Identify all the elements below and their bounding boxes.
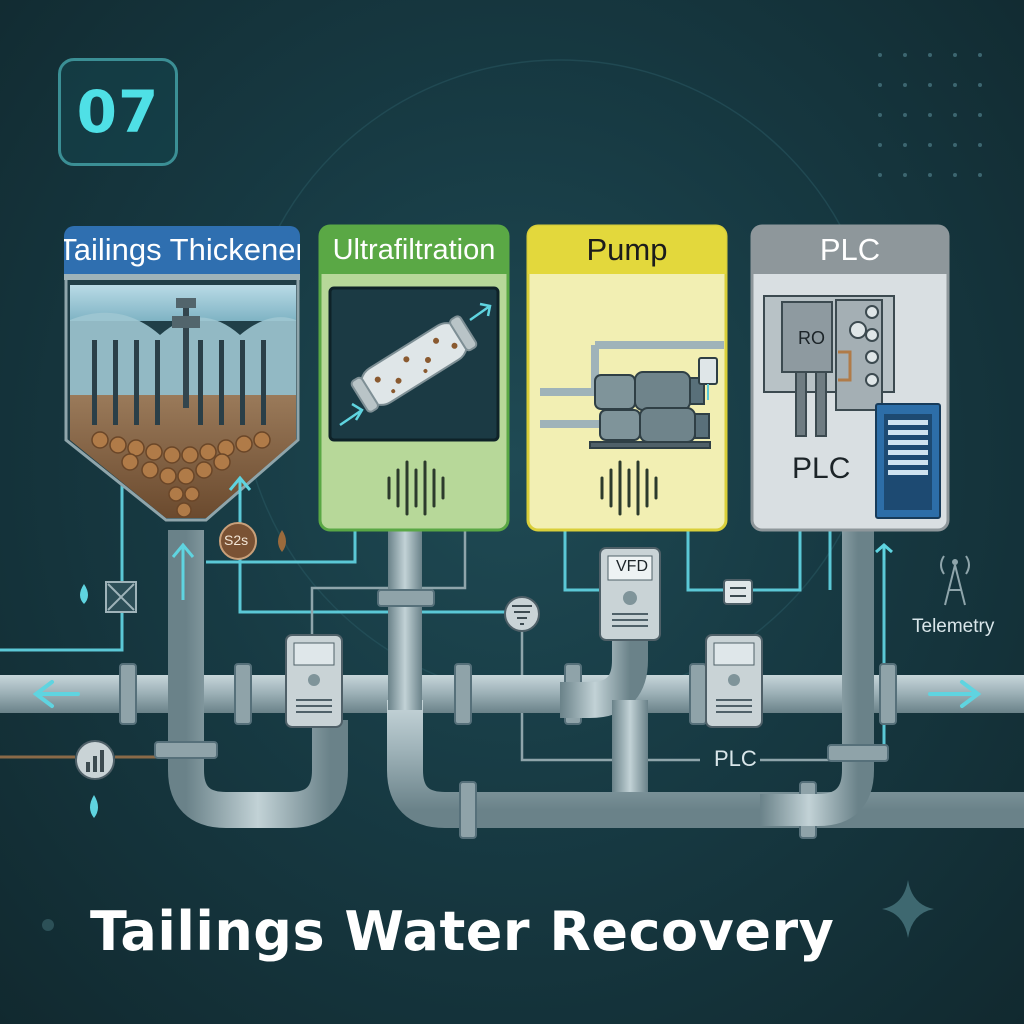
page-title: Tailings Water Recovery — [90, 900, 835, 963]
bottom-plc-label: PLC — [714, 746, 757, 771]
up-arrow-icon — [171, 475, 893, 600]
panel-title-ultrafiltration: Ultrafiltration — [320, 226, 508, 274]
thickener-tank — [64, 270, 300, 522]
pump-assembly-icon — [540, 341, 724, 449]
field-controller-icon — [285, 634, 343, 728]
thickener-underflow-pipe — [168, 530, 348, 828]
plc-return-pipe — [760, 530, 874, 826]
panel-title-pump: Pump — [528, 226, 726, 274]
sensor-label: S2s — [224, 532, 249, 548]
sediment-drop-icon — [278, 530, 286, 552]
telemetry-label: Telemetry — [912, 616, 995, 637]
control-cabinet-icon — [763, 295, 895, 437]
relay-label: RO — [798, 328, 825, 348]
field-controller-icon — [705, 634, 763, 728]
thickener-rim — [64, 274, 300, 280]
step-number-badge: 07 — [58, 58, 178, 166]
water-drop-icon — [80, 584, 88, 604]
plc-body-label: PLC — [792, 452, 851, 485]
plc-panel — [750, 224, 950, 532]
flow-arrow-right-icon — [928, 680, 982, 708]
cyclone-icon — [504, 596, 540, 632]
signal-junction-icon — [723, 579, 753, 605]
vfd-drive-icon — [599, 547, 661, 641]
pump-discharge-pipe — [560, 620, 648, 718]
sensor-icon — [219, 522, 257, 560]
server-rack-icon — [875, 403, 941, 519]
flow-arrow-left-icon — [32, 680, 80, 708]
uf-outlet-pipe — [388, 530, 422, 710]
sound-wave-icon — [600, 460, 658, 516]
vfd-label: VFD — [616, 558, 648, 575]
sound-wave-icon — [387, 460, 445, 516]
panel-title-thickener: Tailings Thickener — [64, 226, 300, 274]
valve-icon — [105, 581, 137, 613]
panel-title-plc: PLC — [752, 226, 948, 274]
chart-meter-icon — [75, 740, 115, 780]
antenna-icon — [940, 555, 970, 606]
dot-grid — [878, 53, 982, 177]
lower-pipe — [387, 700, 1024, 828]
membrane-module-icon — [350, 315, 478, 413]
water-drop-icon — [90, 795, 98, 818]
pump-panel — [526, 224, 728, 532]
sparkle-icon — [882, 880, 934, 938]
